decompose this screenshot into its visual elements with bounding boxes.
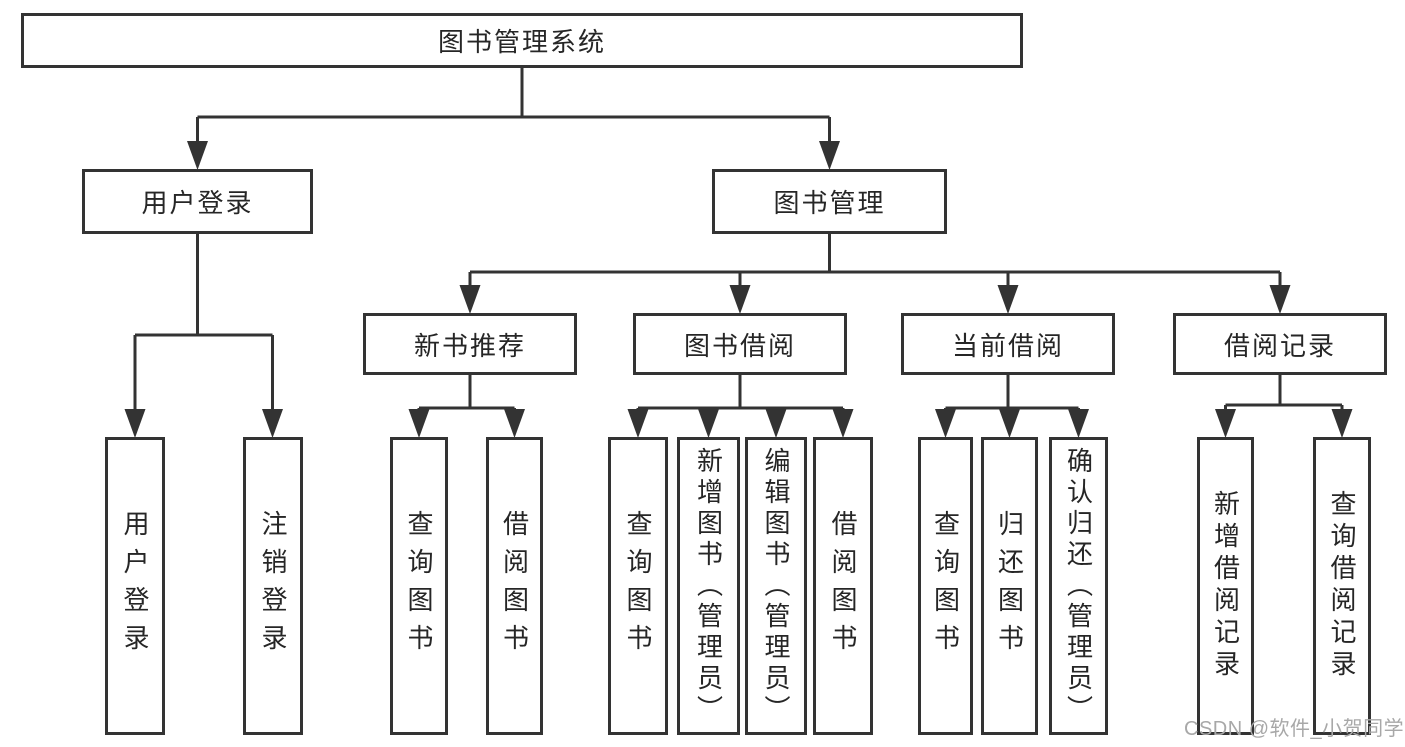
connector-bookborrow-group	[636, 375, 845, 410]
node-label: 新书推荐	[413, 330, 526, 361]
node-confirm-return-admin: 确认归还（管理员）	[1049, 437, 1108, 735]
arrowheads-level3	[459, 285, 1291, 314]
connector-root-to-level2	[196, 68, 831, 141]
node-label: 借阅记录	[1223, 330, 1336, 361]
node-label: 注销登录	[258, 510, 288, 662]
node-label: 用户登录	[141, 188, 254, 218]
node-current-borrowing: 当前借阅	[901, 313, 1115, 375]
node-logout-action: 注销登录	[243, 437, 303, 735]
node-label: 查询图书	[623, 510, 653, 662]
node-label: 确认归还（管理员）	[1063, 446, 1094, 726]
node-label: 图书管理	[773, 188, 886, 218]
node-query-books-current: 查询图书	[918, 437, 973, 735]
node-library-system: 图书管理系统	[21, 13, 1023, 68]
node-label: 图书借阅	[683, 330, 796, 361]
node-add-borrow-record: 新增借阅记录	[1197, 437, 1254, 735]
node-user-login: 用户登录	[82, 169, 313, 234]
node-query-borrow-record: 查询借阅记录	[1313, 437, 1371, 735]
node-label: 查询图书	[404, 510, 434, 662]
csdn-watermark: CSDN @软件_小贺同学	[1184, 718, 1405, 740]
node-user-login-action: 用户登录	[105, 437, 165, 735]
node-label: 借阅图书	[828, 510, 858, 662]
node-borrowing-records: 借阅记录	[1173, 313, 1387, 375]
connector-currentborrow-group	[944, 375, 1080, 410]
connector-bookmgmt-to-level3	[468, 234, 1282, 286]
node-label: 用户登录	[120, 510, 150, 662]
node-book-management: 图书管理	[712, 169, 947, 234]
node-label: 编辑图书（管理员）	[761, 446, 791, 726]
node-label: 新增图书（管理员）	[693, 446, 724, 726]
node-label: 借阅图书	[499, 510, 530, 662]
node-label: 查询图书	[930, 510, 961, 662]
node-edit-book-admin: 编辑图书（管理员）	[745, 437, 807, 735]
node-borrow-books-recommend: 借阅图书	[486, 437, 543, 735]
node-label: 新增借阅记录	[1210, 490, 1241, 682]
node-return-books: 归还图书	[981, 437, 1038, 735]
arrowheads-level2	[187, 141, 840, 170]
node-book-borrowing: 图书借阅	[633, 313, 847, 375]
node-borrow-books-action: 借阅图书	[813, 437, 873, 735]
connector-userlogin-group	[133, 234, 274, 410]
node-new-book-recommend: 新书推荐	[363, 313, 577, 375]
node-query-books-recommend: 查询图书	[390, 437, 448, 735]
node-label: 查询借阅记录	[1327, 490, 1357, 682]
node-add-book-admin: 新增图书（管理员）	[677, 437, 740, 735]
node-label: 图书管理系统	[437, 27, 606, 57]
connector-borrowrecords-group	[1224, 375, 1344, 410]
node-label: 归还图书	[994, 510, 1025, 662]
node-label: 当前借阅	[951, 330, 1064, 361]
connector-newbook-group	[417, 375, 516, 410]
node-query-books-borrow: 查询图书	[608, 437, 668, 735]
arrowheads-leaves	[124, 409, 1353, 438]
